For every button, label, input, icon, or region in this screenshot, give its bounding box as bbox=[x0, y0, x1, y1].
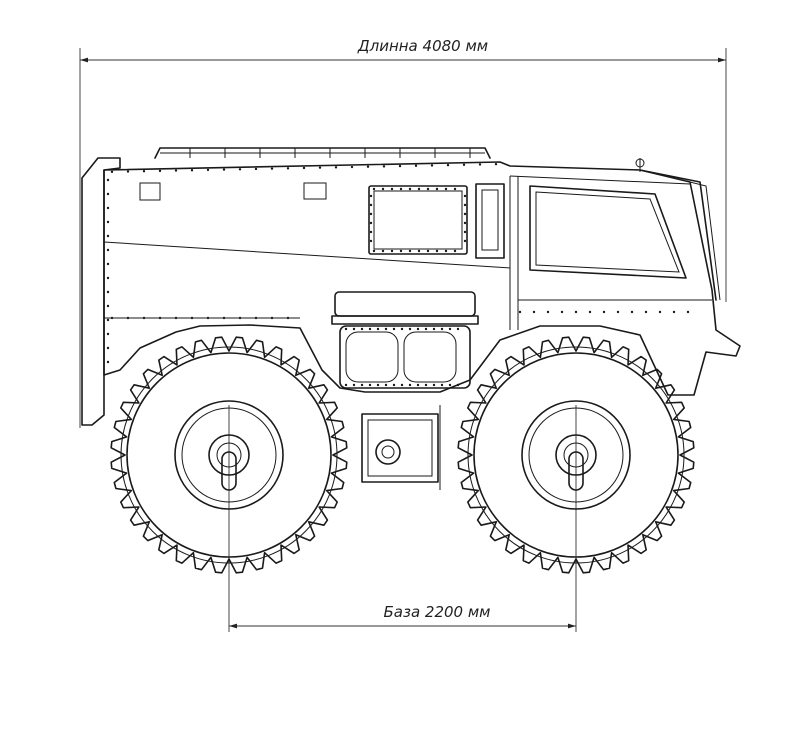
wheelbase-label: База 2200 мм bbox=[384, 603, 491, 621]
vehicle-body bbox=[81, 147, 741, 490]
length-label: Длинна 4080 мм bbox=[357, 37, 488, 55]
length-dimension: Длинна 4080 мм bbox=[79, 37, 727, 428]
rear-wheel bbox=[110, 336, 348, 574]
body-rivets bbox=[106, 162, 690, 387]
front-wheel bbox=[457, 336, 695, 574]
